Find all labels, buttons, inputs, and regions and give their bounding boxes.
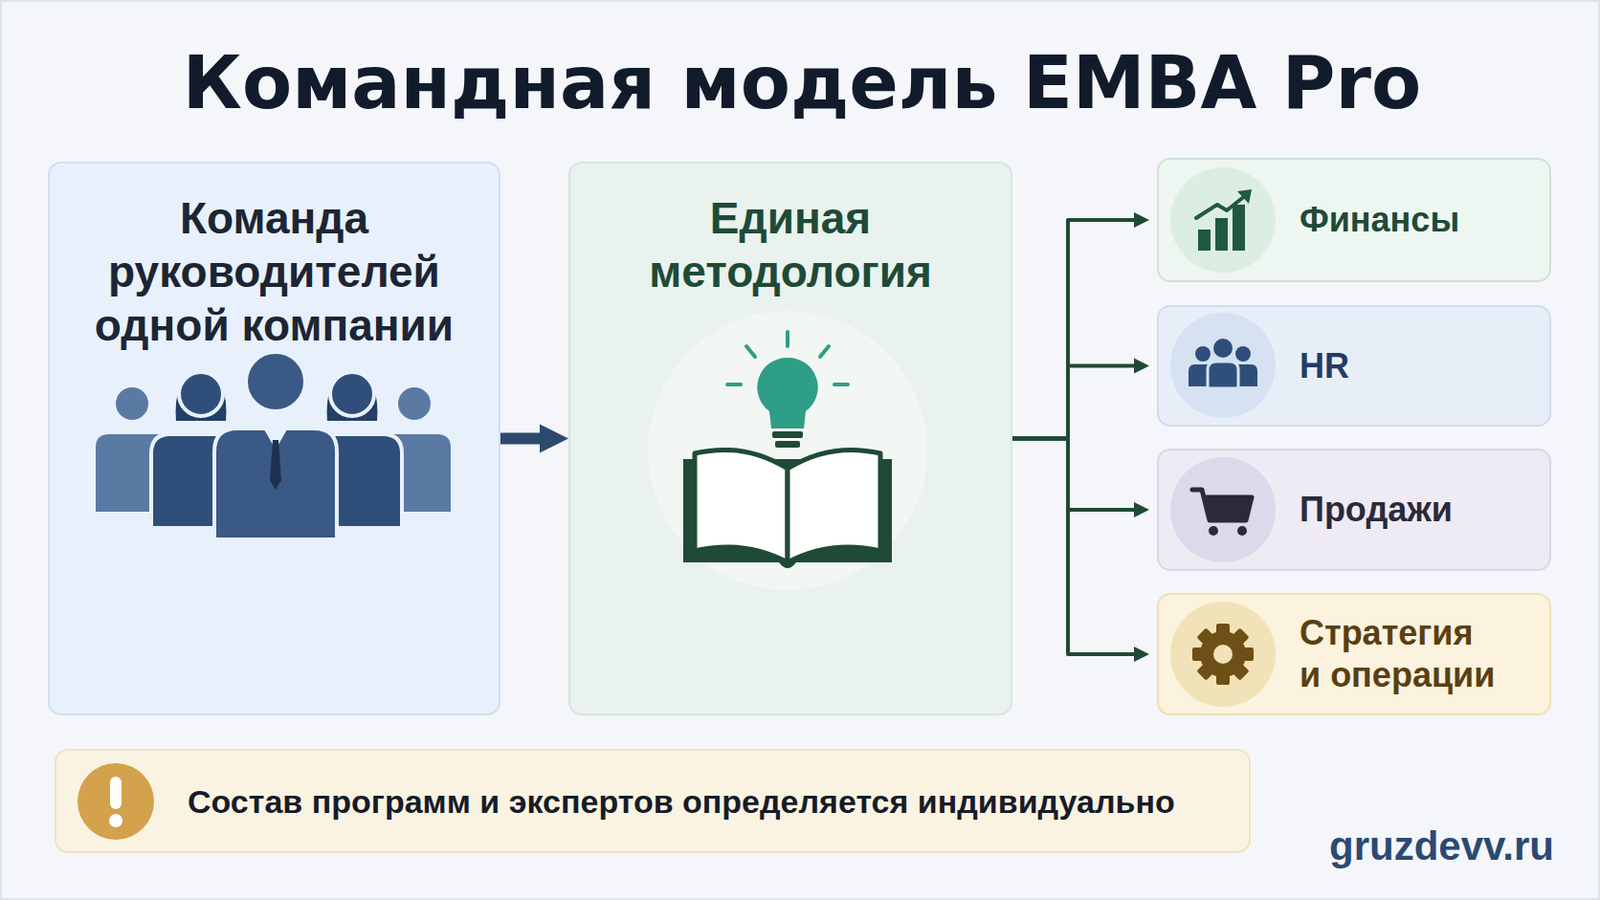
node-text: Состав программ и экспертов определяется… bbox=[187, 780, 1176, 823]
node-text: HR bbox=[1299, 345, 1350, 388]
team-box: Команда руководителей одной компании bbox=[47, 161, 501, 716]
method-box: Единая методология bbox=[568, 161, 1013, 716]
flow-arrow bbox=[1012, 220, 1134, 440]
flow-arrow bbox=[1012, 439, 1134, 512]
node-text: Стратегия и операции bbox=[1299, 612, 1503, 697]
diagram-title: Командная модель EMBA Pro bbox=[1, 30, 1600, 136]
flow-arrow bbox=[1012, 439, 1134, 656]
area-box: Продажи bbox=[1156, 448, 1552, 572]
node-text: Единая методология bbox=[597, 191, 984, 299]
node-text: Продажи bbox=[1299, 488, 1453, 532]
note-box: Состав программ и экспертов определяется… bbox=[54, 749, 1251, 854]
site-label: gruzdevv.ru bbox=[1219, 820, 1555, 874]
area-box: Стратегия и операции bbox=[1156, 593, 1552, 716]
area-box: Финансы bbox=[1156, 157, 1552, 283]
node-text: Финансы bbox=[1299, 199, 1460, 242]
node-text: Команда руководителей одной компании bbox=[76, 191, 472, 353]
flow-arrow bbox=[1012, 366, 1134, 440]
flow-arrow bbox=[500, 433, 540, 445]
area-box: HR bbox=[1156, 305, 1552, 427]
